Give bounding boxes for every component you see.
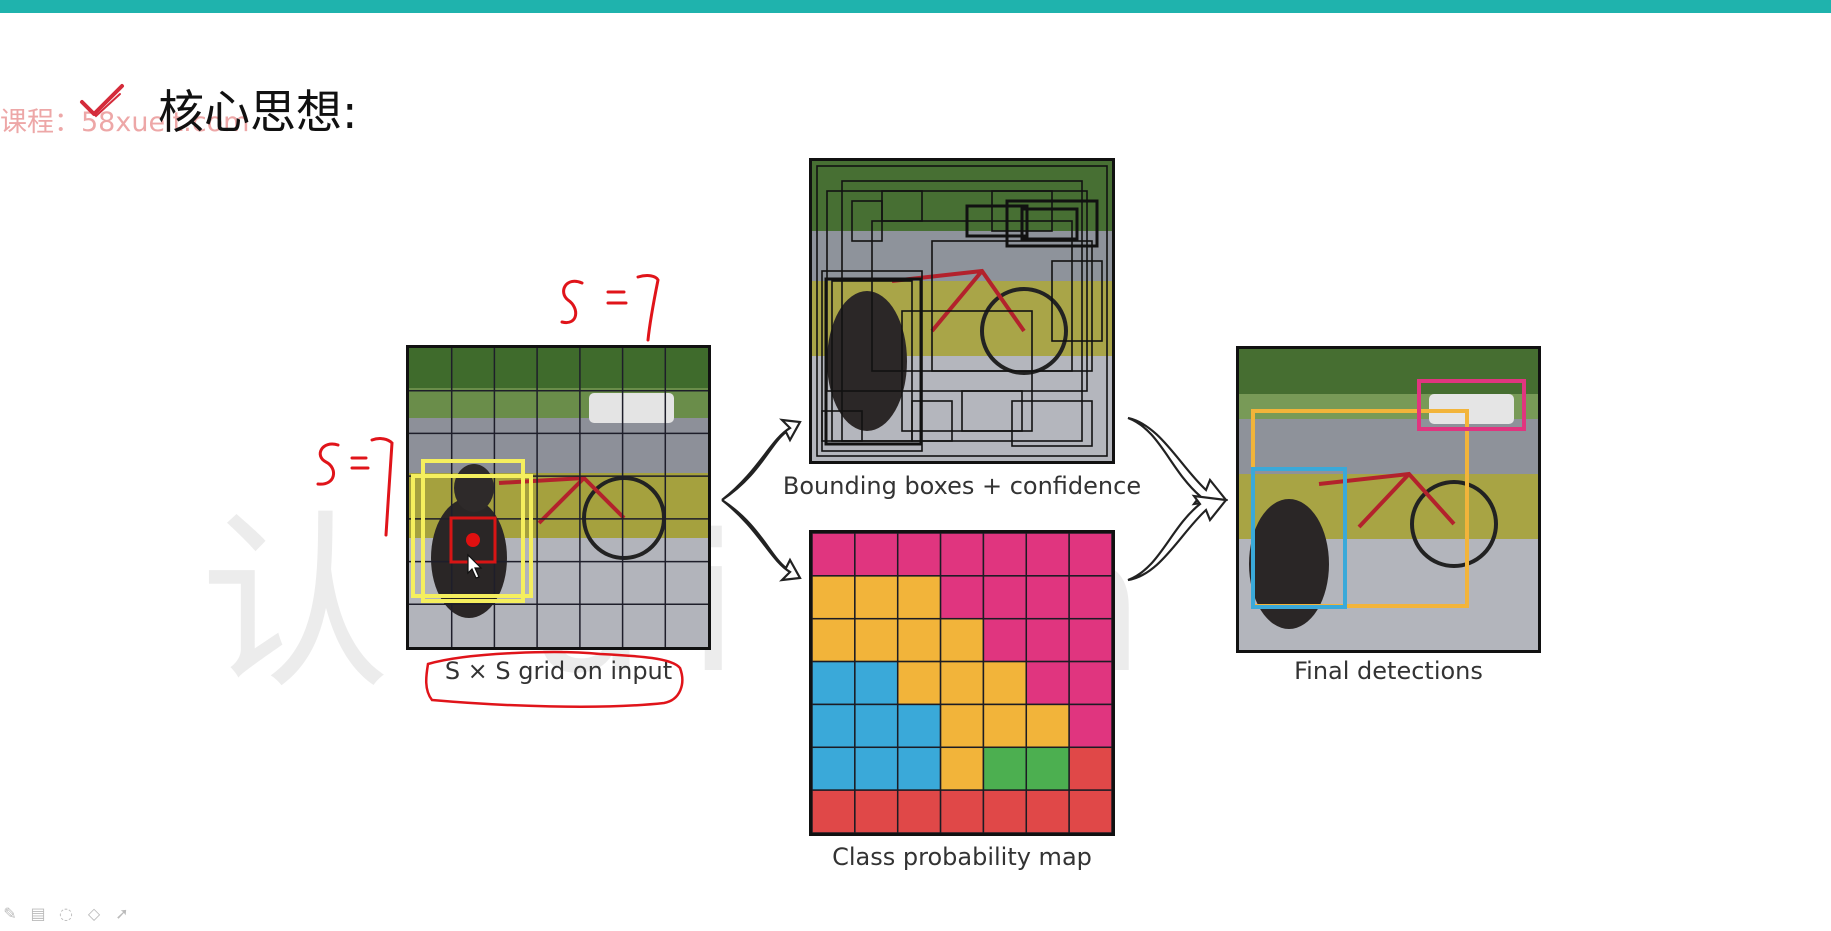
- watermark-small: 课程：58xueit.com: [0, 107, 250, 138]
- eraser-icon[interactable]: ◌: [59, 903, 73, 923]
- class-cell-yellow: [939, 660, 985, 706]
- class-map-grid: [812, 533, 1112, 833]
- top-accent-bar: [0, 0, 1831, 13]
- class-cell-yellow: [939, 703, 985, 749]
- pen-icon[interactable]: ✎: [3, 903, 17, 923]
- bbox-panel: [809, 158, 1115, 464]
- class-cell-pink: [939, 533, 985, 577]
- class-cell-blue: [854, 660, 899, 706]
- class-map-panel: [809, 530, 1115, 836]
- class-map-caption: Class probability map: [832, 843, 1092, 871]
- class-cell-green: [982, 746, 1028, 791]
- pointer-icon[interactable]: ➚: [115, 903, 129, 923]
- class-cell-red: [854, 789, 899, 833]
- class-cell-yellow: [812, 617, 856, 663]
- class-cell-pink: [812, 533, 856, 577]
- class-cell-blue: [854, 703, 899, 749]
- class-cell-blue: [812, 703, 856, 749]
- final-detections-image: [1239, 349, 1538, 650]
- class-cell-yellow: [896, 575, 942, 620]
- class-cell-red: [896, 789, 942, 833]
- class-cell-yellow: [939, 617, 985, 663]
- class-cell-yellow: [939, 746, 985, 791]
- class-cell-red: [1068, 746, 1112, 791]
- grid-input-caption: S × S grid on input: [444, 657, 673, 685]
- class-cell-blue: [896, 746, 942, 791]
- final-detections-caption: Final detections: [1294, 657, 1483, 685]
- class-cell-yellow: [896, 617, 942, 663]
- class-cell-pink: [982, 617, 1028, 663]
- class-cell-yellow: [854, 575, 899, 620]
- class-cell-yellow: [812, 575, 856, 620]
- class-cell-pink: [1025, 575, 1070, 620]
- lasso-icon[interactable]: ◇: [87, 903, 101, 923]
- class-cell-yellow: [1025, 703, 1070, 749]
- class-cell-pink: [1068, 533, 1112, 577]
- class-cell-blue: [812, 746, 856, 791]
- class-cell-pink: [896, 533, 942, 577]
- class-cell-pink: [1068, 575, 1112, 620]
- bbox-caption: Bounding boxes + confidence: [782, 472, 1142, 500]
- class-cell-pink: [1068, 703, 1112, 749]
- class-cell-pink: [1068, 660, 1112, 706]
- class-cell-red: [1025, 789, 1070, 833]
- slide-title: 核心思想:: [158, 85, 358, 139]
- annotation-toolbar: ✎ ▤ ◌ ◇ ➚: [0, 898, 132, 928]
- class-cell-pink: [939, 575, 985, 620]
- class-cell-blue: [896, 703, 942, 749]
- grid-input-image: [409, 348, 708, 647]
- class-cell-red: [1068, 789, 1112, 833]
- class-cell-yellow: [982, 703, 1028, 749]
- highlighter-icon[interactable]: ▤: [30, 903, 46, 923]
- bbox-image: [812, 161, 1112, 461]
- class-cell-pink: [854, 533, 899, 577]
- class-cell-pink: [1025, 660, 1070, 706]
- class-cell-pink: [1068, 617, 1112, 663]
- class-cell-red: [982, 789, 1028, 833]
- class-cell-pink: [982, 575, 1028, 620]
- final-detections-panel: [1236, 346, 1541, 653]
- class-cell-red: [812, 789, 856, 833]
- class-cell-yellow: [896, 660, 942, 706]
- class-cell-yellow: [982, 660, 1028, 706]
- class-cell-blue: [854, 746, 899, 791]
- class-cell-red: [939, 789, 985, 833]
- class-cell-yellow: [854, 617, 899, 663]
- class-cell-green: [1025, 746, 1070, 791]
- class-cell-pink: [1025, 617, 1070, 663]
- grid-input-panel: [406, 345, 711, 650]
- class-cell-pink: [982, 533, 1028, 577]
- class-cell-blue: [812, 660, 856, 706]
- checkmark-icon: [80, 84, 124, 118]
- class-cell-pink: [1025, 533, 1070, 577]
